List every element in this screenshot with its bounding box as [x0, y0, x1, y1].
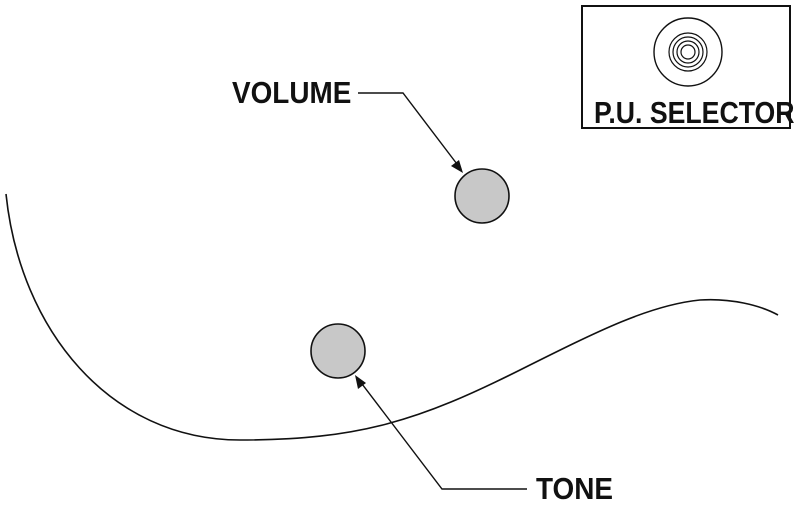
volume-knob: [454, 168, 510, 224]
tone-knob: [310, 323, 366, 379]
tone-arrowhead: [355, 375, 366, 389]
tone-leader-line: [358, 379, 527, 490]
pickup-selector-panel: P.U. SELECTOR: [581, 5, 795, 129]
volume-arrowhead: [451, 160, 463, 173]
volume-leader-line: [358, 92, 461, 169]
tone-label: TONE: [536, 471, 614, 506]
volume-label: VOLUME: [232, 75, 352, 110]
guitar-body-outline: [5, 193, 779, 441]
pickup-selector-label: P.U. SELECTOR: [594, 95, 795, 130]
pickup-selector-switch-icon: [653, 17, 723, 87]
